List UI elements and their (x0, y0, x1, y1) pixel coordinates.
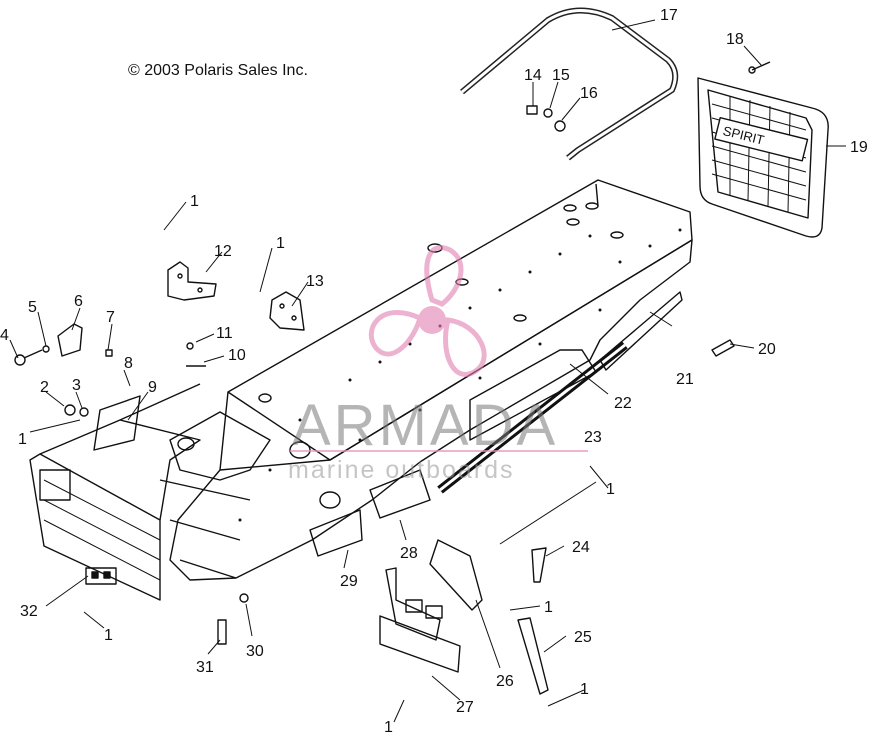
part-27-skid-bracket (379, 567, 461, 673)
callout-29: 29 (340, 573, 358, 590)
callout-8: 8 (124, 355, 133, 372)
callout-13: 13 (306, 273, 324, 290)
part-23-side-panel (469, 349, 597, 441)
callout-1: 1 (384, 719, 393, 734)
part-24-pin (531, 547, 547, 583)
callout-30: 30 (246, 643, 264, 660)
callout-labels: 17 18 14 15 16 19 1 12 1 13 5 6 7 4 11 1… (0, 7, 868, 736)
part-4-nut (14, 354, 26, 366)
callout-1: 1 (544, 599, 553, 616)
callout-1: 1 (606, 481, 615, 498)
parts-14-16-fasteners (526, 105, 566, 132)
chassis-tunnel (159, 179, 693, 581)
callout-28: 28 (400, 545, 418, 562)
callout-15: 15 (552, 67, 570, 84)
part-19-rear-grille: SPIRIT (697, 77, 829, 238)
callout-16: 16 (580, 85, 598, 102)
callout-5: 5 (28, 299, 37, 316)
part-12-bracket (167, 261, 217, 301)
callout-1: 1 (276, 235, 285, 252)
callout-18: 18 (726, 31, 744, 48)
callout-1: 1 (580, 681, 589, 698)
callout-9: 9 (148, 379, 157, 396)
callout-1: 1 (190, 193, 199, 210)
callout-22: 22 (614, 395, 632, 412)
callout-10: 10 (228, 347, 246, 364)
part-30-bushing (239, 593, 249, 603)
callout-32: 32 (20, 603, 38, 620)
callout-2: 2 (40, 379, 49, 396)
part-28-mount (369, 469, 431, 519)
part-20-pin (711, 339, 735, 357)
callout-21: 21 (676, 371, 694, 388)
watermark-tagline: marine outboards (288, 456, 515, 484)
callout-3: 3 (72, 377, 81, 394)
callout-31: 31 (196, 659, 214, 676)
callout-7: 7 (106, 309, 115, 326)
part-26-bracket (429, 539, 483, 611)
callout-19: 19 (850, 139, 868, 156)
part-13-bracket (269, 291, 305, 331)
part-6-plate (57, 323, 83, 357)
leader-lines (9, 19, 846, 723)
callout-26: 26 (496, 673, 514, 690)
callout-14: 14 (524, 67, 542, 84)
callout-4: 4 (0, 327, 9, 344)
part-25-strap (517, 617, 549, 695)
part-32-front-bulkhead (29, 419, 201, 601)
propeller-logo-icon (368, 245, 487, 377)
watermark-divider (290, 450, 588, 452)
callout-6: 6 (74, 293, 83, 310)
callout-17: 17 (660, 7, 678, 24)
part-31-bolt (217, 619, 227, 645)
callout-20: 20 (758, 341, 776, 358)
part-17-rear-bumper (460, 7, 679, 161)
watermark-brand: ARMADA (292, 393, 559, 458)
callout-1: 1 (104, 627, 113, 644)
part-11-rivet (186, 342, 194, 350)
callout-11: 11 (216, 325, 233, 342)
part-29-mount (309, 509, 363, 557)
callout-25: 25 (574, 629, 592, 646)
callout-24: 24 (572, 539, 590, 556)
callout-23: 23 (584, 429, 602, 446)
part-8-bracket (93, 395, 141, 451)
callout-12: 12 (214, 243, 232, 260)
callout-27: 27 (456, 699, 474, 716)
callout-1: 1 (18, 431, 27, 448)
part-2-washer (64, 404, 76, 416)
copyright-notice: © 2003 Polaris Sales Inc. (128, 62, 308, 79)
